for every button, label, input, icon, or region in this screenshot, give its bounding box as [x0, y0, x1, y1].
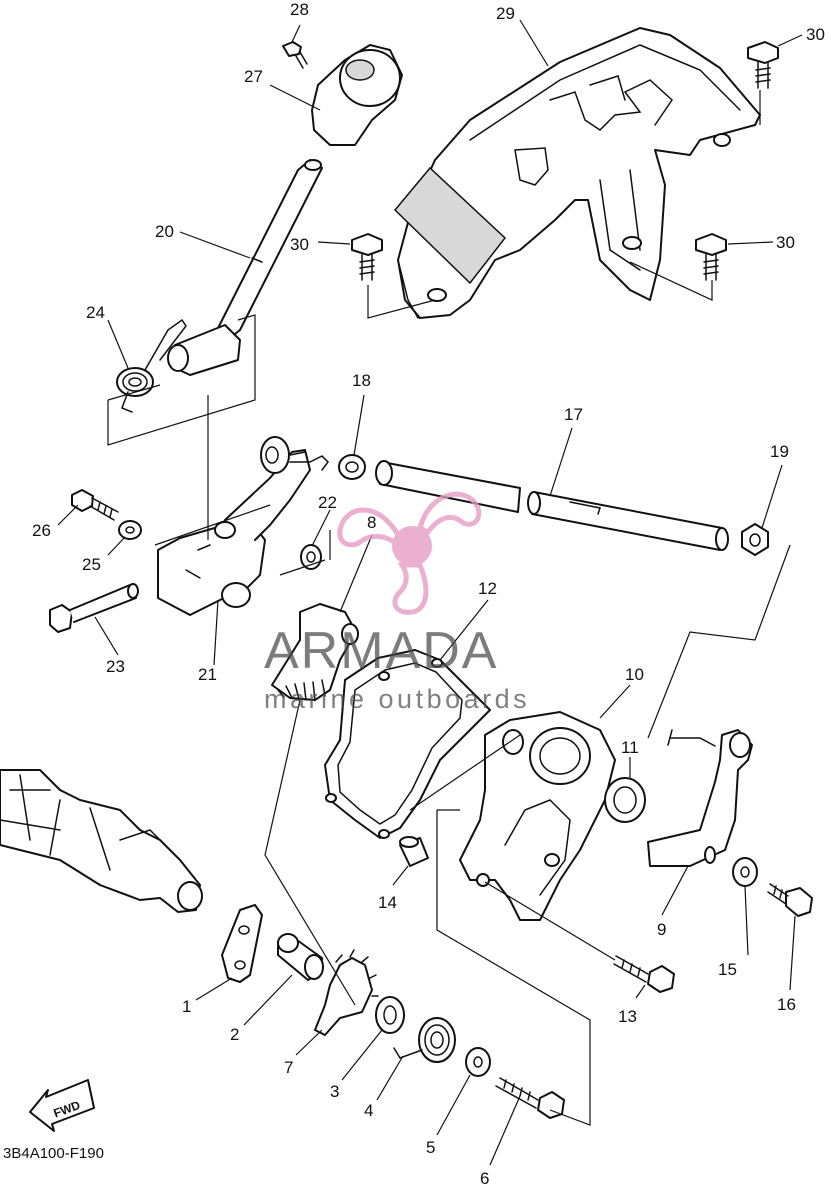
shift-housing-10 — [459, 711, 616, 921]
armada-logo: ARMADA marine outboards — [264, 491, 530, 714]
callout-label: 21 — [198, 665, 217, 684]
callout-label: 16 — [777, 995, 796, 1014]
bolt-26 — [71, 489, 119, 521]
diagram-code: 3B4A100-F190 — [3, 1145, 104, 1162]
gasket-12 — [324, 649, 491, 839]
callout-label: 17 — [564, 405, 583, 424]
washer-25 — [118, 520, 142, 540]
callout-label: 12 — [478, 579, 497, 598]
bolt-30-top — [747, 41, 779, 89]
collar-18 — [338, 454, 366, 480]
callout-label: 8 — [367, 513, 376, 532]
callout-label: 30 — [776, 233, 795, 252]
callout-label: 6 — [480, 1169, 489, 1185]
callout-label: 5 — [426, 1138, 435, 1157]
leader-lines — [57, 19, 803, 1166]
oil-seal-11 — [604, 777, 646, 823]
bolt-23 — [49, 583, 139, 633]
washer-15 — [732, 857, 758, 887]
callout-label: 10 — [625, 665, 644, 684]
callout-label: 11 — [621, 738, 639, 757]
bolt-13 — [613, 955, 675, 993]
shift-rod-20 — [167, 159, 323, 376]
callout-label: 26 — [32, 521, 51, 540]
callout-label: 19 — [770, 442, 789, 461]
propeller-hub — [392, 526, 432, 566]
callout-label: 18 — [352, 371, 371, 390]
bolt-30-right — [695, 233, 727, 281]
stopper-1 — [221, 904, 263, 983]
callout-label: 30 — [806, 25, 825, 44]
callout-label: 28 — [290, 0, 309, 19]
washer-3 — [375, 996, 405, 1034]
brand-tagline: marine outboards — [264, 684, 530, 714]
callout-label: 23 — [106, 657, 125, 676]
brand-name: ARMADA — [264, 622, 498, 680]
callout-label: 25 — [82, 555, 101, 574]
callout-label: 1 — [182, 997, 191, 1016]
callout-label: 13 — [618, 1007, 637, 1026]
washer-5 — [465, 1047, 491, 1077]
shift-segment-8 — [271, 603, 359, 701]
callout-label: 9 — [657, 920, 666, 939]
callout-label: 4 — [364, 1101, 373, 1120]
stopper-gear-7 — [314, 949, 379, 1036]
spring-4 — [393, 1017, 456, 1063]
shift-lever-21 — [157, 436, 329, 616]
bolt-16 — [767, 883, 813, 917]
fwd-arrow-icon: FWD — [29, 1079, 95, 1132]
shift-drum — [0, 769, 203, 913]
shift-cover-29 — [393, 27, 761, 319]
callout-label: 27 — [244, 67, 263, 86]
screw-28 — [282, 41, 308, 69]
callout-label: 2 — [230, 1025, 239, 1044]
dowel-14 — [399, 836, 429, 867]
bolt-30-left — [351, 233, 383, 281]
shift-knob-27 — [311, 44, 403, 146]
callout-labels: 1 2 3 4 5 6 7 8 9 10 11 12 13 14 15 16 1… — [32, 0, 825, 1185]
callout-label: 15 — [718, 960, 737, 979]
callout-label: 7 — [284, 1058, 293, 1077]
callout-label: 24 — [86, 303, 105, 322]
callout-label: 30 — [290, 235, 309, 254]
collar-2 — [277, 933, 324, 981]
callout-label: 3 — [330, 1082, 339, 1101]
shift-shaft-17 — [375, 460, 729, 551]
callout-label: 14 — [378, 893, 397, 912]
callout-label: 29 — [496, 4, 515, 23]
callout-label: 20 — [155, 222, 174, 241]
propeller-icon — [337, 491, 482, 615]
shift-arm-9 — [647, 729, 753, 867]
nut-19 — [741, 523, 769, 556]
callout-label: 22 — [318, 493, 337, 512]
washer-22 — [300, 544, 322, 570]
